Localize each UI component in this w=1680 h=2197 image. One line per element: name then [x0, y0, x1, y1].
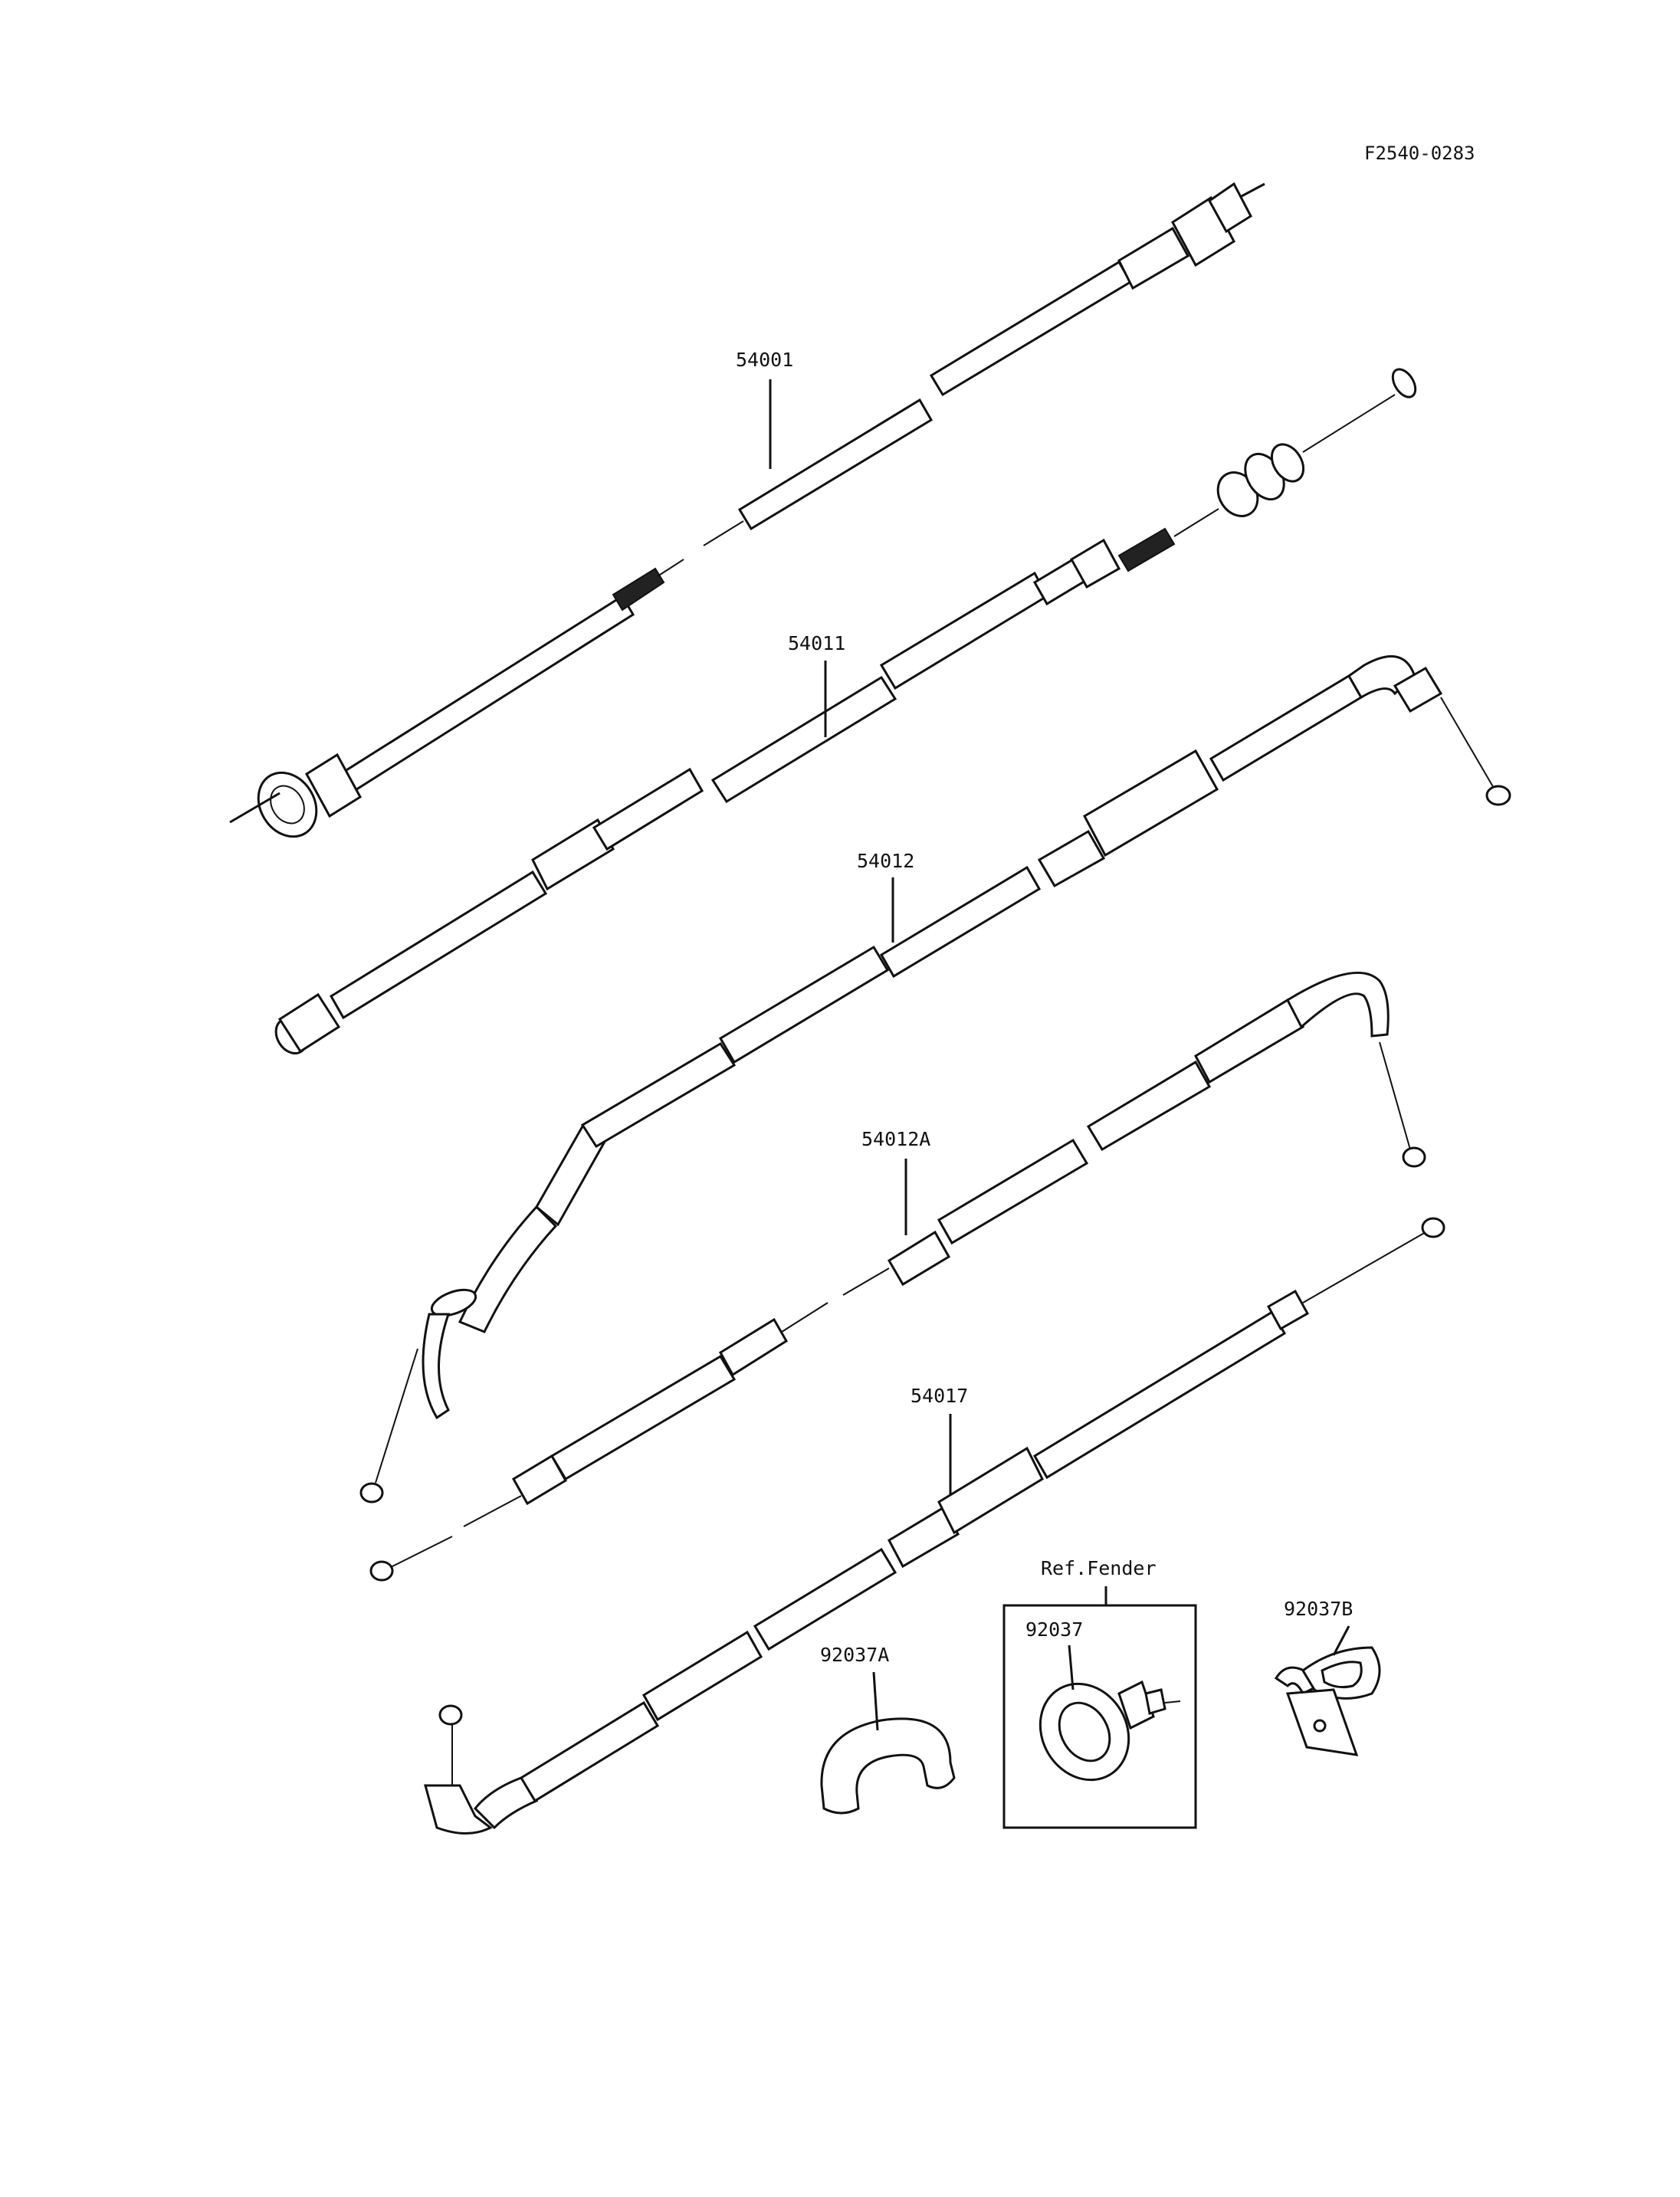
- choke-bracket: [424, 1784, 493, 1835]
- choke-cable[interactable]: 54017: [424, 1217, 1445, 1835]
- throttle-a-end-barrel-upper: [1402, 1146, 1426, 1168]
- throttle-cable[interactable]: 54012: [359, 654, 1511, 1503]
- throttle-end-barrel-lower: [359, 1482, 384, 1503]
- throttle-a-sheath-mid: [937, 1138, 1089, 1245]
- leader-92037B: [1332, 1625, 1350, 1656]
- clamp-a-shape: [820, 1717, 956, 1815]
- clamp-92037b[interactable]: 92037B: [1274, 1598, 1381, 1756]
- speedo-cable-sheath-upper: [929, 260, 1133, 397]
- leader-92037A: [872, 1671, 879, 1731]
- throttle-bend-lower: [458, 1205, 558, 1333]
- label-54017: 54017: [911, 1385, 968, 1407]
- speedo-top-fitting: [1208, 182, 1252, 234]
- clamp-92037a[interactable]: 92037A: [820, 1644, 956, 1815]
- throttle-cable-a[interactable]: 54012A: [369, 971, 1426, 1582]
- ref-fender-label: Ref.Fender: [1041, 1557, 1157, 1579]
- throttle-a-sheath-lower: [550, 1354, 737, 1481]
- throttle-adjuster: [1083, 749, 1219, 857]
- clutch-adjuster: [1069, 538, 1121, 589]
- ref-fender-frame: [1002, 1604, 1197, 1829]
- throttle-end-barrel-upper: [1485, 785, 1511, 806]
- label-54001: 54001: [736, 349, 793, 371]
- choke-sheath-upper: [1032, 1310, 1287, 1480]
- label-54011: 54011: [788, 632, 845, 654]
- clutch-sheath-lower: [329, 870, 548, 1020]
- leader-92037: [1068, 1644, 1075, 1690]
- clutch-sheath-mid: [710, 675, 897, 804]
- label-92037A: 92037A: [820, 1644, 889, 1666]
- label-92037B: 92037B: [1284, 1598, 1353, 1620]
- speedometer-cable[interactable]: 54001: [229, 182, 1265, 848]
- clutch-cable-end-barrel: [1391, 368, 1417, 398]
- speedo-inner-shaft: [229, 792, 281, 824]
- choke-end-barrel-lower: [438, 1704, 463, 1726]
- choke-sheath-mid: [753, 1547, 897, 1651]
- clutch-cable[interactable]: 54011: [270, 366, 1420, 1059]
- clutch-end-fitting: [277, 992, 341, 1054]
- throttle-sheath-lower: [580, 1041, 737, 1149]
- label-92037: 92037: [1025, 1618, 1083, 1641]
- throttle-sheath-mid: [879, 865, 1042, 979]
- throttle-hook: [422, 1313, 451, 1420]
- choke-adjuster: [937, 1446, 1044, 1535]
- speedo-cable-sheath-lower: [323, 594, 635, 804]
- choke-sheath-lower: [519, 1700, 660, 1803]
- speedo-cable-sheath-mid: [737, 398, 934, 531]
- choke-end-barrel-upper: [1421, 1217, 1445, 1238]
- diagram-code: F2540-0283: [1364, 143, 1475, 164]
- label-54012A: 54012A: [861, 1128, 930, 1150]
- speedo-nut: [257, 771, 318, 838]
- label-54012: 54012: [857, 850, 914, 872]
- throttle-a-end-barrel-lower: [369, 1560, 394, 1582]
- ref-fender-box: Ref.Fender 92037: [1002, 1557, 1197, 1829]
- clamp-92037[interactable]: 92037: [1023, 1618, 1181, 1796]
